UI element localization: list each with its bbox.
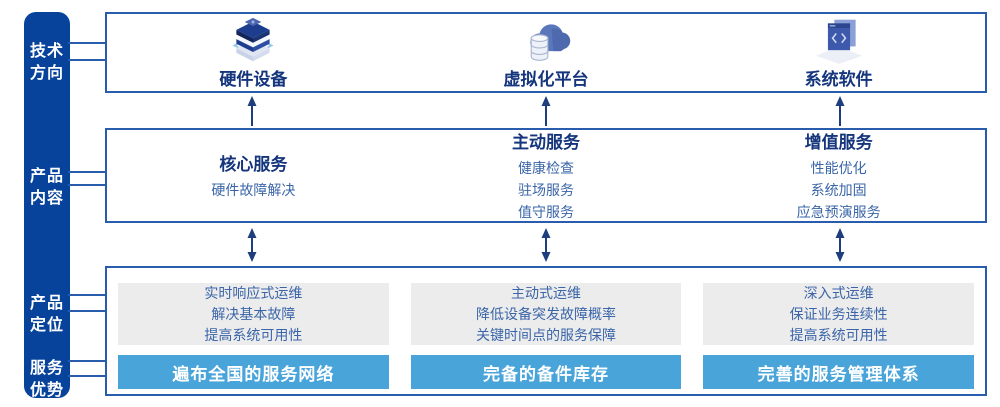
positioning-line: 深入式运维 <box>803 284 874 301</box>
tech-label-virtualization: 虚拟化平台 <box>503 69 589 89</box>
service-item: 健康检查 <box>518 160 574 176</box>
positioning-line: 提高系统可用性 <box>789 326 888 343</box>
up-arrow-icon <box>541 96 551 126</box>
up-arrow-icon <box>835 96 845 126</box>
double-arrow-icon <box>541 228 551 262</box>
service-item: 驻场服务 <box>518 182 574 198</box>
service-title: 核心服务 <box>219 155 288 174</box>
up-arrow-icon <box>247 96 257 126</box>
sidebar-label-product-positioning: 产品 定位 <box>29 295 64 334</box>
positioning-line: 降低设备突发故障概率 <box>476 305 616 322</box>
positioning-line: 解决基本故障 <box>211 305 296 322</box>
positioning-line: 提高系统可用性 <box>204 326 303 343</box>
service-title: 增值服务 <box>804 133 873 152</box>
tech-column-hardware: 硬件设备 <box>107 14 400 91</box>
connector-line <box>68 171 108 173</box>
positioning-column-indepth: 深入式运维 保证业务连续性 提高系统可用性 完善的服务管理体系 <box>692 268 985 394</box>
tech-label-hardware: 硬件设备 <box>219 69 288 89</box>
positioning-panel: 实时响应式运维 解决基本故障 提高系统可用性 <box>118 283 389 345</box>
connector-line <box>68 184 108 186</box>
service-item: 应急预演服务 <box>796 204 881 220</box>
double-arrow-icon <box>835 228 845 262</box>
advantage-bar: 完备的备件库存 <box>410 355 682 389</box>
service-column-value-added: 增值服务 性能优化 系统加固 应急预演服务 <box>692 130 985 221</box>
positioning-line: 关键时间点的服务保障 <box>476 326 616 343</box>
positioning-column-realtime: 实时响应式运维 解决基本故障 提高系统可用性 遍布全国的服务网络 <box>107 268 400 394</box>
advantage-bar: 完善的服务管理体系 <box>703 355 975 389</box>
category-sidebar: 技术 方向 产品 内容 产品 定位 服务 优势 <box>24 12 70 399</box>
positioning-line: 实时响应式运维 <box>204 284 303 301</box>
positioning-column-proactive: 主动式运维 降低设备突发故障概率 关键时间点的服务保障 完备的备件库存 <box>400 268 693 394</box>
connector-line <box>68 42 108 44</box>
connector-line <box>68 294 108 296</box>
connector-line <box>68 360 108 362</box>
service-item: 值守服务 <box>518 204 574 220</box>
advantage-bar: 遍布全国的服务网络 <box>118 355 389 389</box>
positioning-line: 主动式运维 <box>511 284 581 301</box>
server-stack-icon <box>225 16 281 64</box>
connector-line <box>68 310 108 312</box>
sidebar-label-tech-direction: 技术 方向 <box>29 43 64 82</box>
software-window-icon <box>811 16 867 64</box>
positioning-line: 保证业务连续性 <box>789 305 888 322</box>
sidebar-label-service-advantage: 服务 优势 <box>29 360 64 399</box>
tech-label-software: 系统软件 <box>804 69 873 89</box>
sidebar-label-product-content: 产品 内容 <box>29 168 64 207</box>
service-title: 主动服务 <box>512 133 580 152</box>
cloud-database-icon <box>518 16 574 64</box>
connector-line <box>68 375 108 377</box>
service-item: 硬件故障解决 <box>211 182 296 198</box>
tech-direction-box: 硬件设备 虚拟化平台 <box>105 12 987 93</box>
positioning-panel: 主动式运维 降低设备突发故障概率 关键时间点的服务保障 <box>410 283 682 345</box>
product-positioning-box: 实时响应式运维 解决基本故障 提高系统可用性 遍布全国的服务网络 主动式运维 降… <box>105 266 987 396</box>
tech-column-virtualization: 虚拟化平台 <box>400 14 693 91</box>
service-item: 系统加固 <box>810 182 867 198</box>
tech-column-software: 系统软件 <box>692 14 985 91</box>
positioning-panel: 深入式运维 保证业务连续性 提高系统可用性 <box>703 283 975 345</box>
service-column-core: 核心服务 硬件故障解决 <box>107 130 400 221</box>
connector-line <box>68 59 108 61</box>
double-arrow-icon <box>247 228 257 262</box>
product-content-box: 核心服务 硬件故障解决 主动服务 健康检查 驻场服务 值守服务 增值服务 性能优… <box>105 128 987 223</box>
service-item: 性能优化 <box>810 160 867 176</box>
service-column-proactive: 主动服务 健康检查 驻场服务 值守服务 <box>400 130 693 221</box>
